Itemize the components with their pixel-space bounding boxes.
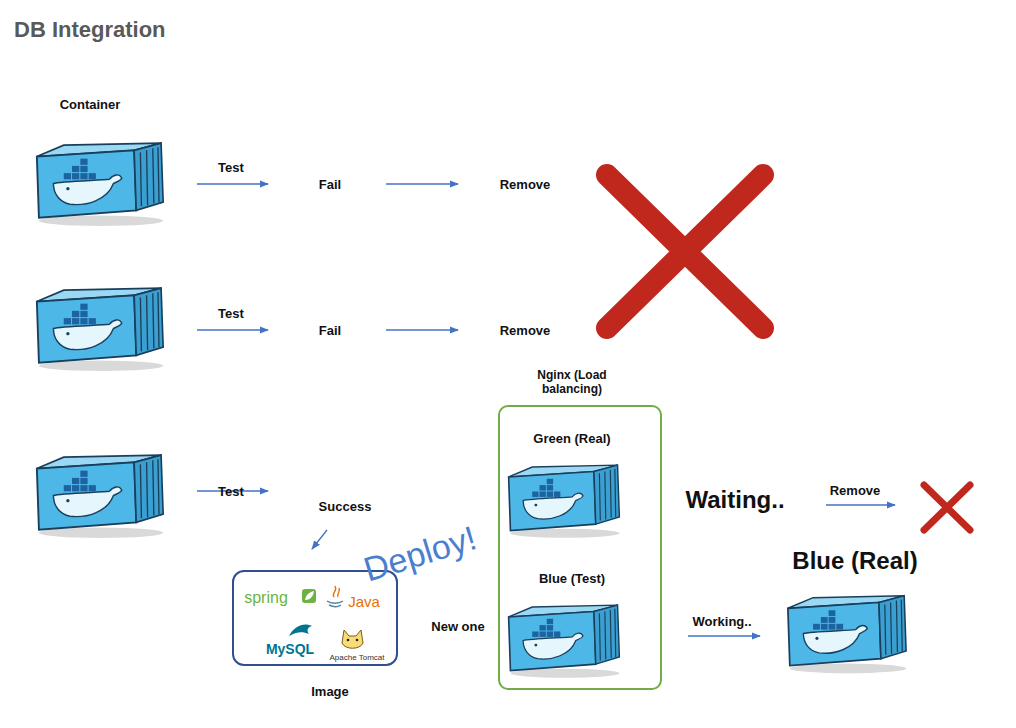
deploy-label: Deploy!: [359, 518, 481, 589]
state-label: Blue (Real): [792, 547, 917, 575]
action-label: Remove: [500, 324, 551, 339]
logo-text: spring: [244, 589, 288, 607]
diagram-title: DB Integration: [14, 17, 166, 42]
step-label: Test: [218, 161, 244, 176]
image-label: Image: [311, 685, 349, 700]
load-balancer-group: Nginx (Load balancing)Green (Real)Blue (…: [498, 405, 662, 690]
logo-text: Apache Tomcat: [330, 653, 385, 662]
container-label: Container: [60, 98, 121, 113]
green-label: Green (Real): [533, 432, 610, 447]
state-label: Working..: [693, 615, 752, 630]
state-label: Waiting..: [685, 486, 784, 514]
step-label: Test: [218, 307, 244, 322]
action-label: Remove: [500, 178, 551, 193]
new-one-label: New one: [431, 620, 484, 635]
logo-text: MySQL: [266, 641, 314, 657]
nginx-label: Nginx (Load balancing): [517, 369, 627, 397]
step-label: Test: [218, 485, 244, 500]
result-label: Fail: [319, 324, 341, 339]
result-label: Success: [319, 500, 372, 515]
blue-label: Blue (Test): [539, 572, 605, 587]
action-label: Remove: [830, 484, 881, 499]
logo-text: Java: [348, 593, 380, 610]
result-label: Fail: [319, 178, 341, 193]
